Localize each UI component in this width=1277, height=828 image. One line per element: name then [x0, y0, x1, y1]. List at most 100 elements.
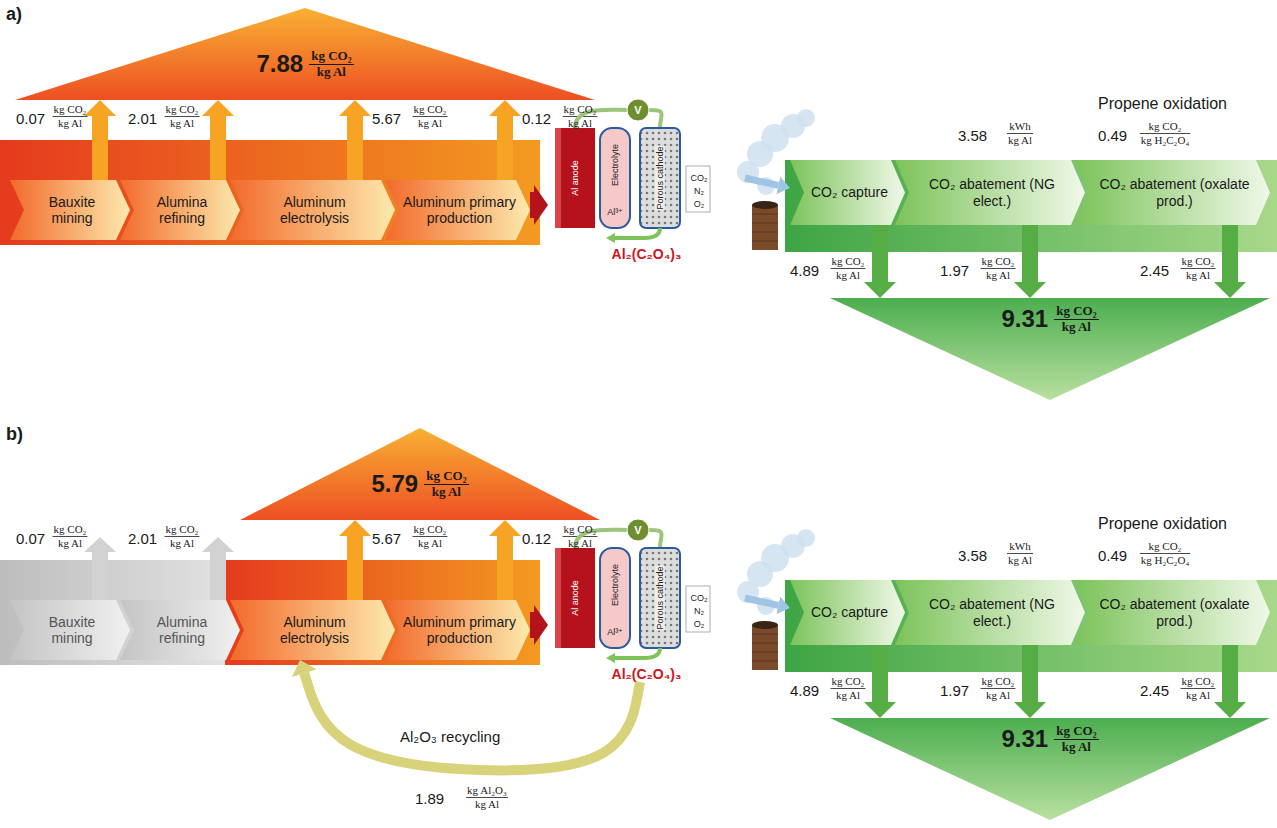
- chevron-shape: [1075, 160, 1270, 225]
- voltmeter-symbol: [627, 519, 649, 541]
- node-content: CO₂ abatement (oxalate prod.): [1093, 162, 1256, 223]
- flow-value: 2.45: [1140, 262, 1169, 279]
- smokestack: [752, 205, 778, 250]
- fraction-bar: [413, 116, 448, 117]
- anode-edge: [555, 128, 561, 228]
- fraction-bar: [1181, 268, 1216, 269]
- node-content: Bauxite mining: [28, 182, 116, 238]
- brick-line: [752, 223, 778, 224]
- cell-part-label: Porous cathode: [655, 565, 665, 630]
- panel-letter: a): [6, 4, 22, 25]
- unit-numerator: kg CO₂: [414, 103, 447, 116]
- abatement-chevron: CO₂ capture: [790, 580, 905, 645]
- unit-numerator: kg CO₂: [54, 103, 87, 116]
- process-chevron: Aluminum primary production: [385, 180, 530, 240]
- fraction-bar: [1140, 133, 1190, 134]
- greyed-arrow: [210, 552, 226, 600]
- flow-value: 1.97: [940, 262, 969, 279]
- node-content: Al₂(C₂O₄)₃: [548, 246, 745, 262]
- unit-numerator: kg CO₂: [1182, 675, 1215, 688]
- cell-part-label: Porous cathode: [655, 145, 665, 210]
- brick-line: [752, 214, 778, 215]
- process-note: Propene oxidation: [1098, 95, 1227, 113]
- unit-numerator: kg Al₂O₃: [467, 784, 507, 797]
- value-label: 0.07: [16, 530, 45, 547]
- unit-numerator: kg CO₂: [1054, 724, 1098, 740]
- fraction-bar: [981, 688, 1016, 689]
- flow-value: 0.07: [16, 110, 45, 127]
- fraction-bar: [413, 536, 448, 537]
- fraction-bar: [1140, 553, 1190, 554]
- flow-connector: [497, 536, 513, 600]
- unit-numerator: kg CO₂: [166, 523, 199, 536]
- smokestack-top: [752, 201, 778, 209]
- flow-connector: [1022, 645, 1038, 702]
- chevron-shape: [385, 600, 530, 660]
- value-label: 2.01: [128, 530, 157, 547]
- unit-numerator: kg CO₂: [54, 523, 87, 536]
- unit-denominator: kg Al: [1008, 554, 1032, 567]
- unit-denominator: kg Al: [170, 117, 194, 130]
- process-label: Aluminum primary production: [403, 194, 516, 226]
- flow-value: Al₂O₃ recycling: [400, 728, 500, 745]
- triangle-shape: [240, 428, 600, 520]
- chevron-shape: [895, 580, 1085, 645]
- process-label: CO₂ capture: [811, 184, 888, 200]
- anode-slab: [555, 548, 595, 648]
- unit-denominator: kg Al: [568, 117, 592, 130]
- value-label: 0.49: [1098, 547, 1127, 564]
- fraction-bar: [466, 797, 508, 798]
- unit-numerator: kg CO₂: [564, 103, 597, 116]
- node-content: Aluminum electrolysis: [248, 602, 381, 658]
- unit-denominator: kg Al: [986, 269, 1010, 282]
- node-content: 5.79kg CO₂kg Al: [240, 469, 600, 500]
- total-abatement-arrow: 9.31kg CO₂kg Al: [830, 298, 1270, 400]
- cell-part-label: Electrolyte: [610, 564, 620, 606]
- voltmeter-label: V: [634, 104, 641, 117]
- unit-denominator: kg Al: [418, 537, 442, 550]
- chevron-shape: [895, 160, 1085, 225]
- chevron-shape: [10, 180, 130, 240]
- unit-denominator: kg Al: [1186, 269, 1210, 282]
- fraction-bar: [165, 536, 200, 537]
- flow-connector: [1222, 645, 1238, 702]
- shape-outline: [830, 298, 1270, 400]
- triangle-shape: [830, 718, 1270, 820]
- brick-line: [752, 634, 778, 635]
- unit-fraction: kg CO₂kg Al: [1054, 304, 1098, 335]
- unit-numerator: kg CO₂: [832, 255, 865, 268]
- flow-value: 1.97: [940, 682, 969, 699]
- unit-denominator: kg Al: [418, 117, 442, 130]
- process-chevron: Aluminum electrolysis: [230, 180, 395, 240]
- greyed-arrowhead: [84, 537, 116, 552]
- flow-value: 2.01: [128, 110, 157, 127]
- product-arrowhead: [606, 233, 615, 243]
- cell-part-label: N₂: [694, 186, 704, 196]
- cell-part-label: Al³⁺: [607, 207, 623, 217]
- unit-denominator: kg Al: [1008, 134, 1032, 147]
- value-label: 3.58: [958, 127, 987, 144]
- unit-fraction: kg CO₂kg Al: [424, 469, 468, 500]
- value-label: 0.49: [1098, 127, 1127, 144]
- node-content: Alumina refining: [138, 602, 226, 658]
- smokestack: [752, 625, 778, 670]
- brick-line: [752, 652, 778, 653]
- total-value: 7.88: [256, 50, 303, 78]
- product-flow: [614, 648, 660, 658]
- unit-denominator: kg Al: [568, 537, 592, 550]
- chevron-shape: [120, 180, 240, 240]
- flow-connector: [530, 192, 534, 218]
- cell-part-label: Al³⁺: [607, 627, 623, 637]
- anode-slab: [555, 128, 595, 228]
- node-content: Bauxite mining: [28, 602, 116, 658]
- flow-connector: [210, 116, 226, 180]
- process-label: CO₂ abatement (oxalate prod.): [1093, 176, 1256, 208]
- process-chevron: Alumina refining: [120, 180, 240, 240]
- fraction-bar: [1007, 553, 1033, 554]
- node-content: 7.88kg CO₂kg Al: [15, 49, 595, 80]
- compound-label: Al₂(C₂O₄)₃: [548, 246, 745, 262]
- product-flow: [614, 228, 660, 238]
- brick-line: [752, 241, 778, 242]
- flow-connector: [347, 116, 363, 180]
